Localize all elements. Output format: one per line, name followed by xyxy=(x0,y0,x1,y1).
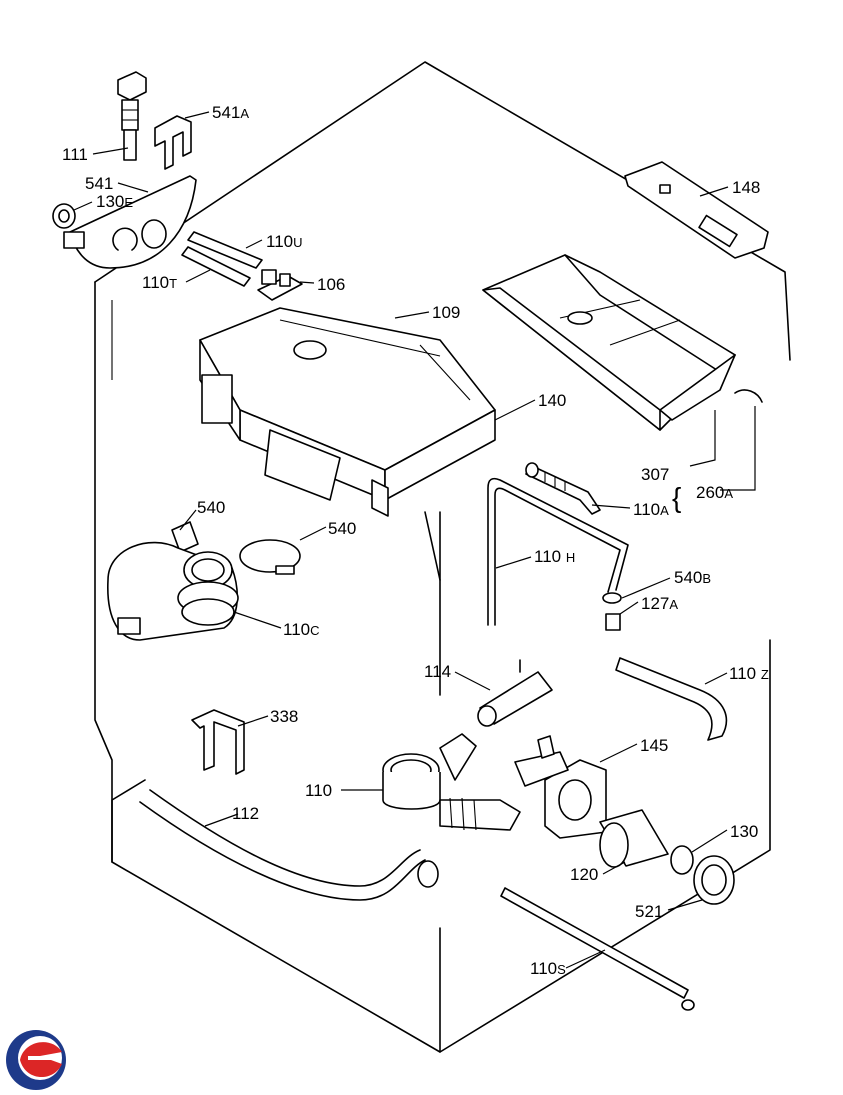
handle-148 xyxy=(624,161,769,259)
clip-260a xyxy=(734,389,763,403)
label-145: 145 xyxy=(640,736,669,755)
label-307: 307 xyxy=(641,465,670,484)
label-338: 338 xyxy=(270,707,299,726)
clamp-540b xyxy=(602,592,622,604)
label-120: 120 xyxy=(570,865,599,884)
label-540-top: 540 xyxy=(197,498,226,517)
hose-110z xyxy=(615,657,728,741)
bracket-541 xyxy=(63,175,197,269)
label-110t: 110T xyxy=(142,273,178,292)
sump-hose-110 xyxy=(382,733,521,831)
dispenser-housing-109 xyxy=(199,307,496,517)
inlet-connector-111 xyxy=(117,71,147,161)
label-110s: 110S xyxy=(530,959,566,978)
label-110h: 110 H xyxy=(534,547,576,566)
pipe-110h xyxy=(487,477,629,626)
pump-housing-145 xyxy=(514,735,607,839)
label-148: 148 xyxy=(732,178,761,197)
tube-110u xyxy=(187,231,263,269)
tube-110t xyxy=(181,246,251,287)
brand-logo xyxy=(6,1030,66,1090)
label-112: 112 xyxy=(232,804,260,823)
label-106: 106 xyxy=(317,275,346,294)
label-110c: 110C xyxy=(283,620,320,639)
label-140: 140 xyxy=(538,391,567,410)
detergent-drawer-307 xyxy=(482,254,736,431)
clip-338 xyxy=(191,709,245,775)
label-260a: 260A xyxy=(696,483,734,502)
label-541: 541 xyxy=(85,174,114,193)
rod-110s xyxy=(500,887,695,1011)
leader-lines xyxy=(73,111,756,969)
label-114: 114 xyxy=(424,662,452,681)
label-110z: 110 Z xyxy=(729,664,769,683)
clip-541a xyxy=(154,115,192,170)
brace-307: { xyxy=(672,482,682,513)
tube-114 xyxy=(477,659,553,727)
label-541a: 541A xyxy=(212,103,250,122)
seal-130e xyxy=(52,203,76,229)
seal-130 xyxy=(670,845,694,875)
bellows-110c xyxy=(107,541,239,641)
drain-hose-112 xyxy=(139,789,439,901)
cabinet-outline xyxy=(94,61,791,1053)
label-110a: 110A xyxy=(633,500,669,519)
valve-106 xyxy=(257,269,303,301)
label-111: 111 xyxy=(62,145,88,164)
label-540b: 540B xyxy=(674,568,712,587)
cap-521 xyxy=(693,855,735,905)
label-130e: 130E xyxy=(96,192,134,211)
label-109: 109 xyxy=(432,303,461,322)
nozzle-127a xyxy=(605,613,621,631)
label-127a: 127A xyxy=(641,594,679,613)
label-110u: 110U xyxy=(266,232,303,251)
clamp-ring-540 xyxy=(239,539,301,575)
label-130: 130 xyxy=(730,822,759,841)
label-110: 110 xyxy=(305,781,333,800)
hose-110a xyxy=(525,462,601,515)
label-521: 521 xyxy=(635,902,664,921)
label-540-ring: 540 xyxy=(328,519,357,538)
filter-120 xyxy=(599,809,669,868)
